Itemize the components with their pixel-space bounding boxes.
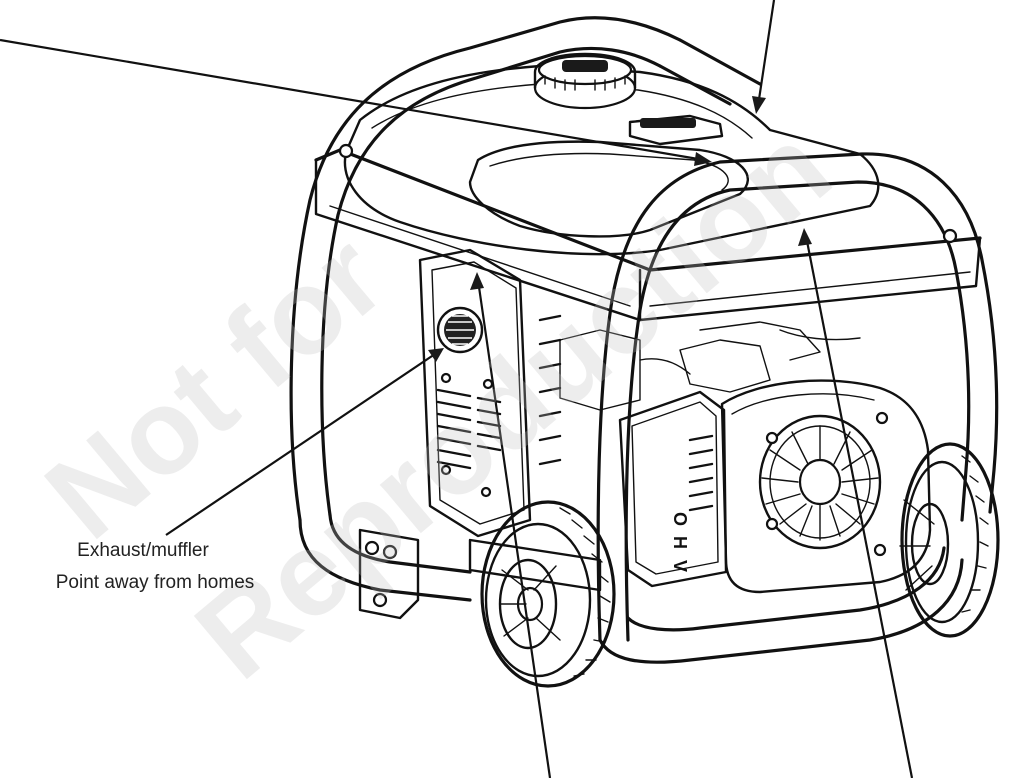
ohv-letter-h: H — [670, 536, 690, 549]
engine — [559, 321, 932, 594]
leader-exhaust — [165, 351, 439, 536]
leader-top-right — [756, 0, 776, 107]
leader-top-left — [0, 38, 705, 162]
tube-frame — [289, 16, 999, 664]
left-wheel — [480, 500, 616, 688]
ohv-letter-v: V — [670, 560, 690, 572]
exhaust-callout-note: Point away from homes — [55, 572, 255, 593]
ohv-label: O H V — [670, 512, 690, 572]
fuel-tank — [314, 52, 982, 322]
axle-brace — [468, 538, 602, 592]
right-wheel-tread — [961, 455, 989, 613]
muffler-housing — [418, 248, 562, 538]
left-wheel-tread — [559, 507, 611, 677]
leader-bottom-left — [476, 279, 552, 778]
leader-bottom-right — [804, 235, 914, 778]
right-wheel — [899, 442, 1000, 638]
ohv-letter-o: O — [670, 512, 690, 526]
exhaust-callout-title: Exhaust/muffler — [77, 540, 209, 561]
callout-leaders — [0, 0, 914, 778]
